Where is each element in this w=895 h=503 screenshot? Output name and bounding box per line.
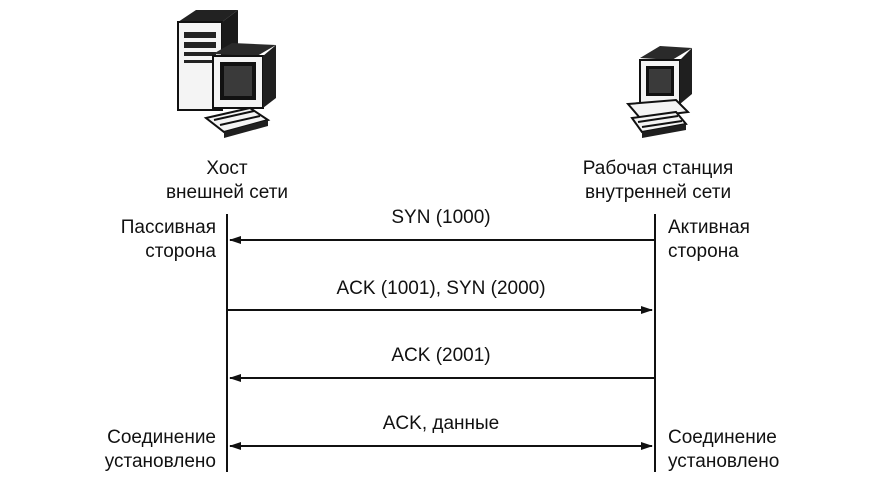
left-role-bottom-line1: Соединение <box>107 427 216 448</box>
right-host-title-line1: Рабочая станция <box>582 158 734 179</box>
right-role-bottom: Соединение установлено <box>668 426 848 474</box>
left-role-bottom: Соединение установлено <box>50 426 216 474</box>
right-role-top-line1: Активная <box>668 217 750 238</box>
right-role-bottom-line2: установлено <box>668 451 780 472</box>
left-role-top-line2: сторона <box>145 241 216 262</box>
left-role-top: Пассивная сторона <box>50 216 216 264</box>
message-label-ack-data: ACK, данные <box>382 413 500 434</box>
left-host-title: Хост внешней сети <box>150 157 304 205</box>
left-role-bottom-line2: установлено <box>104 451 216 472</box>
right-role-top: Активная сторона <box>668 216 848 264</box>
message-label-ack: ACK (2001) <box>391 345 491 366</box>
left-role-top-line1: Пассивная <box>120 217 216 238</box>
server-with-monitor-icon <box>177 10 276 138</box>
right-host-title-line2: внутренней сети <box>584 182 732 203</box>
right-role-top-line2: сторона <box>668 241 739 262</box>
message-label-ack-syn: ACK (1001), SYN (2000) <box>336 278 546 299</box>
message-label-syn: SYN (1000) <box>391 207 491 228</box>
desktop-workstation-icon <box>625 46 692 138</box>
right-role-bottom-line1: Соединение <box>668 427 777 448</box>
left-host-title-line2: внешней сети <box>165 182 289 203</box>
left-host-title-line1: Хост <box>206 158 248 179</box>
right-host-title: Рабочая станция внутренней сети <box>560 157 756 205</box>
